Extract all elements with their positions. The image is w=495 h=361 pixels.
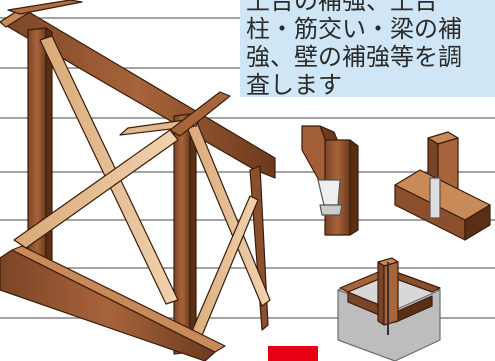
red-marker — [268, 346, 318, 361]
house-frame — [0, 0, 276, 361]
bottom-sill — [0, 249, 216, 361]
metal-bracket — [317, 179, 341, 206]
caption-line-3: 強、壁の補強等を調 — [246, 43, 462, 71]
survey-caption: 土台の補強、土台 柱・筋交い・梁の補 強、壁の補強等を調 査します — [240, 0, 495, 97]
right-post — [249, 165, 269, 331]
joint-detail-foundation — [337, 257, 441, 361]
upper-left-beam — [7, 0, 83, 15]
caption-line-2: 柱・筋交い・梁の補 — [246, 15, 462, 43]
metal-plate — [429, 177, 441, 219]
brace-left-2 — [13, 129, 179, 249]
joint-detail-t-plate — [394, 131, 491, 241]
brace-right-2 — [185, 195, 259, 351]
caption-line-4: 査します — [246, 71, 342, 97]
brace-left-1 — [39, 35, 179, 305]
middle-post — [173, 113, 191, 355]
middle-beam — [169, 91, 231, 137]
joint-detail-bracket — [301, 125, 359, 236]
caption-line-1: 土台の補強、土台 — [246, 0, 438, 15]
